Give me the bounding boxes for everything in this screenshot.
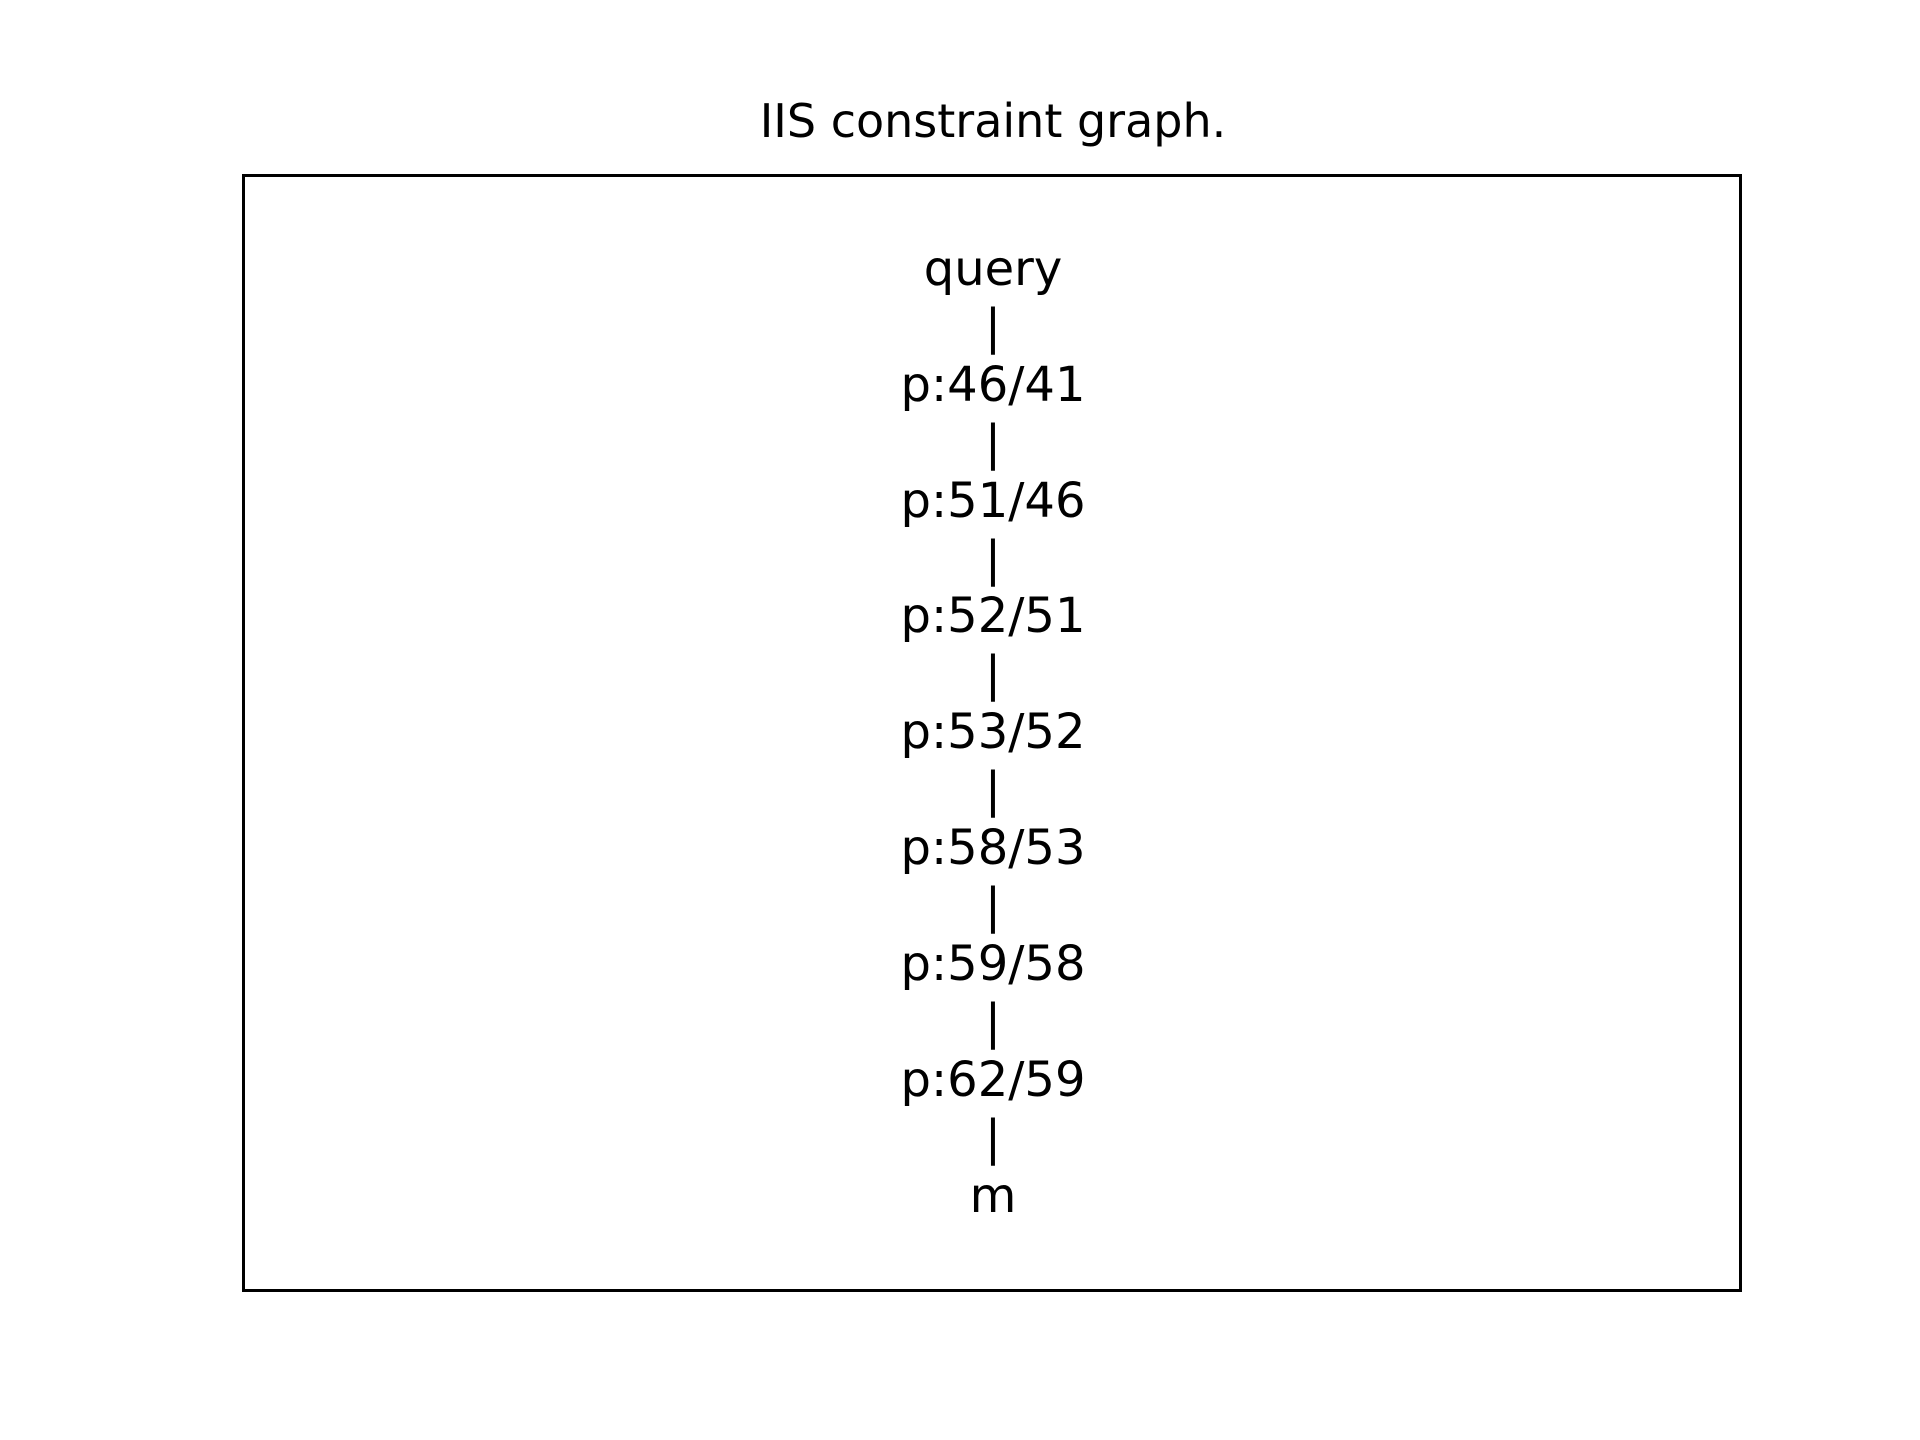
edge-connector: | bbox=[984, 994, 1002, 1050]
node-p-52-51: p:52/51 bbox=[900, 588, 1086, 644]
graph-frame bbox=[242, 174, 1742, 1292]
edge-connector: | bbox=[984, 531, 1002, 587]
node-query: query bbox=[923, 241, 1063, 297]
node-p-46-41: p:46/41 bbox=[900, 357, 1086, 413]
node-m: m bbox=[969, 1168, 1017, 1224]
edge-connector: | bbox=[984, 299, 1002, 355]
node-p-53-52: p:53/52 bbox=[900, 704, 1086, 760]
edge-connector: | bbox=[984, 762, 1002, 818]
edge-connector: | bbox=[984, 415, 1002, 471]
edge-connector: | bbox=[984, 646, 1002, 702]
node-p-59-58: p:59/58 bbox=[900, 936, 1086, 992]
node-p-62-59: p:62/59 bbox=[900, 1052, 1086, 1108]
edge-connector: | bbox=[984, 1110, 1002, 1166]
node-p-51-46: p:51/46 bbox=[900, 473, 1086, 529]
edge-connector: | bbox=[984, 878, 1002, 934]
node-p-58-53: p:58/53 bbox=[900, 820, 1086, 876]
figure-title: IIS constraint graph. bbox=[759, 94, 1227, 148]
